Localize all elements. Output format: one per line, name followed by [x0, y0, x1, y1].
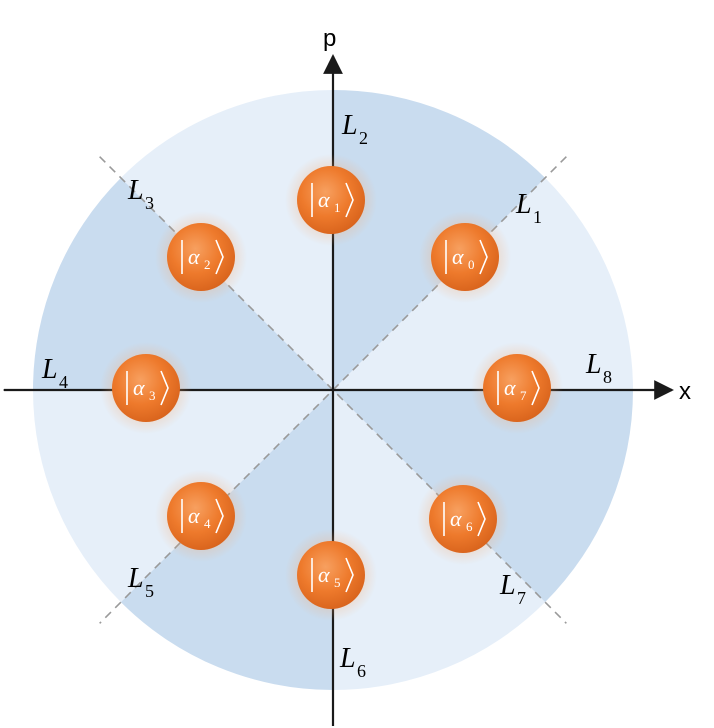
sector-label-subscript: 2: [359, 128, 368, 148]
state-subscript: 6: [466, 519, 473, 534]
sector-label-letter: L: [341, 110, 358, 141]
sector-label-subscript: 7: [517, 588, 526, 608]
sector-label-letter: L: [515, 189, 532, 220]
state-subscript: 2: [204, 257, 211, 272]
ket-angle: [160, 370, 169, 406]
sector-label-letter: L: [339, 643, 356, 674]
state-subscript: 0: [468, 257, 475, 272]
state-disc: [483, 354, 551, 422]
ket-angle: [215, 498, 224, 534]
state-subscript: 5: [334, 575, 341, 590]
ket-angle: [345, 182, 354, 218]
state-symbol: α: [188, 244, 200, 269]
state-subscript: 7: [520, 388, 527, 403]
state-disc: [112, 354, 180, 422]
p-axis-label: p: [323, 25, 336, 52]
sector-label-letter: L: [499, 570, 516, 601]
sector-label-subscript: 3: [145, 193, 154, 213]
state-disc: [167, 482, 235, 550]
ket-angle: [477, 501, 486, 537]
ket-angle: [531, 370, 540, 406]
sector-label-letter: L: [585, 349, 602, 380]
sector-label-letter: L: [127, 175, 144, 206]
state-disc: [297, 166, 365, 234]
ket-angle: [345, 557, 354, 593]
state-symbol: α: [452, 244, 464, 269]
state-disc: [429, 485, 497, 553]
state-symbol: α: [450, 506, 462, 531]
state-subscript: 4: [204, 516, 211, 531]
sector-label-subscript: 8: [603, 367, 612, 387]
state-subscript: 1: [334, 200, 341, 215]
sector-label-letter: L: [127, 563, 144, 594]
sector-label-subscript: 4: [59, 372, 68, 392]
state-symbol: α: [504, 375, 516, 400]
state-subscript: 3: [149, 388, 156, 403]
x-axis-label: x: [679, 378, 691, 405]
state-symbol: α: [188, 503, 200, 528]
sector-label-subscript: 6: [357, 661, 366, 681]
sector-label-subscript: 1: [533, 207, 542, 227]
sector-label-letter: L: [41, 354, 58, 385]
state-symbol: α: [133, 375, 145, 400]
state-disc: [297, 541, 365, 609]
ket-angle: [215, 239, 224, 275]
state-symbol: α: [318, 187, 330, 212]
state-symbol: α: [318, 562, 330, 587]
state-disc: [167, 223, 235, 291]
state-disc: [431, 223, 499, 291]
ket-angle: [479, 239, 488, 275]
sector-label-subscript: 5: [145, 581, 154, 601]
